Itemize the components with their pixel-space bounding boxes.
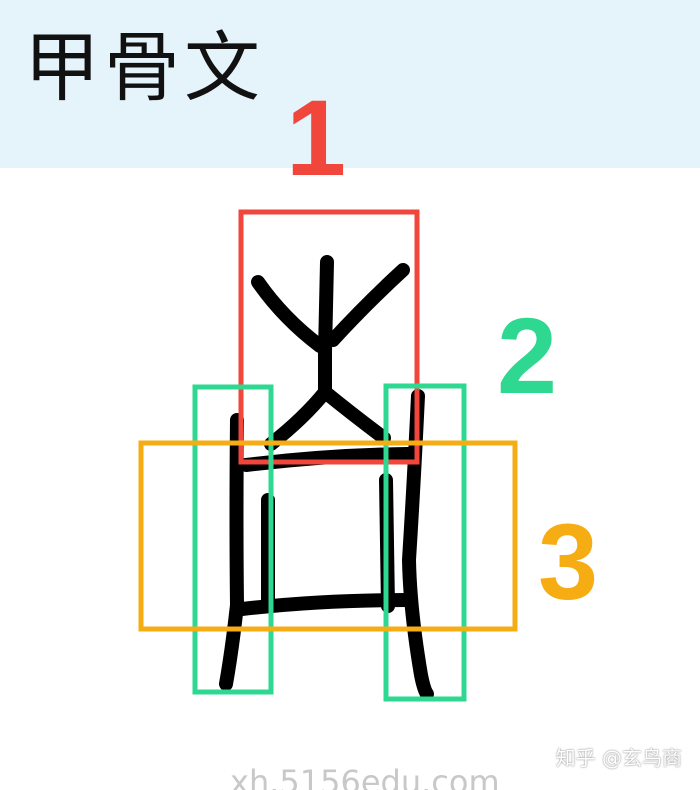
region-label-1: 1 — [286, 77, 347, 198]
source-watermark: xh.5156edu.com — [230, 763, 500, 790]
glyph-top-left-leg — [264, 385, 332, 451]
oracle-bone-glyph — [219, 255, 434, 701]
page-title: 甲骨文 — [24, 23, 264, 112]
title-band — [0, 0, 700, 168]
glyph-top-right-arm — [326, 263, 410, 347]
region-box-3 — [138, 440, 518, 632]
region-box-2-right — [383, 383, 467, 702]
zhihu-watermark: 知乎 @玄鸟商 — [555, 746, 682, 770]
region-box-2-left — [192, 384, 274, 695]
glyph-top-right-leg — [318, 385, 391, 445]
region-box-1 — [238, 209, 420, 465]
glyph-left-vertical — [219, 413, 244, 691]
glyph-top-center-stem — [318, 255, 334, 359]
region-label-2: 2 — [497, 295, 558, 416]
glyph-top-left-arm — [251, 275, 327, 353]
region-label-3: 3 — [538, 501, 599, 622]
